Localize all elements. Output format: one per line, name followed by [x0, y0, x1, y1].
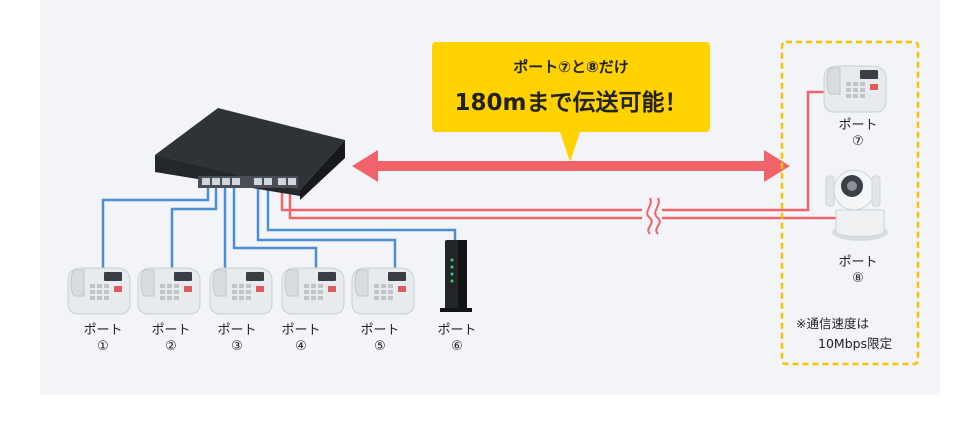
cable-port-7-a	[280, 186, 642, 212]
port-label-7: ポート ⑦	[833, 118, 883, 150]
port-label-text: ポート	[360, 323, 400, 338]
port-number: ④	[295, 339, 307, 354]
limited-zone-box	[780, 40, 920, 366]
cable-port-4	[232, 186, 318, 270]
port-label-1: ポート ①	[78, 323, 128, 355]
cable-port-8-a	[288, 186, 642, 220]
port-label-text: ポート	[217, 323, 257, 338]
port-number: ③	[231, 339, 243, 354]
port-label-text: ポート	[281, 323, 321, 338]
range-callout: ポート⑦と⑧だけ 180mまで伝送可能！	[432, 42, 710, 132]
port-number: ①	[97, 339, 109, 354]
port-label-4: ポート ④	[276, 323, 326, 355]
router-device	[440, 240, 472, 312]
cable-port-2	[170, 186, 218, 268]
network-switch	[155, 108, 345, 200]
ip-phone-5	[351, 267, 415, 315]
red-cables	[280, 90, 840, 235]
port-number: ⑦	[852, 134, 864, 149]
port-label-text: ポート	[838, 118, 878, 133]
port-label-2: ポート ②	[146, 323, 196, 355]
speed-note-line-1: ※通信速度は	[796, 316, 869, 331]
port-label-text: ポート	[151, 323, 191, 338]
speed-note-line-2: 10Mbps限定	[818, 336, 893, 351]
port-label-text: ポート	[83, 323, 123, 338]
outer-margin	[0, 395, 980, 425]
port-number: ⑤	[374, 339, 386, 354]
callout-line-2: 180mまで伝送可能！	[454, 90, 688, 116]
port-label-text: ポート	[838, 255, 878, 270]
ip-phone-1	[67, 267, 131, 315]
ip-phone-4	[281, 267, 345, 315]
port-label-5: ポート ⑤	[355, 323, 405, 355]
distance-arrow	[352, 150, 790, 182]
port-label-8: ポート ⑧	[833, 255, 883, 287]
port-label-text: ポート	[437, 323, 477, 338]
network-camera	[825, 169, 888, 241]
break-mark	[646, 197, 653, 235]
port-number: ②	[165, 339, 177, 354]
port-number: ⑥	[451, 339, 463, 354]
speed-note: ※通信速度は 10Mbps限定	[796, 314, 908, 354]
cable-port-6	[266, 186, 457, 240]
blue-cables	[101, 186, 457, 270]
ip-phone-7	[823, 65, 887, 113]
cable-port-5	[256, 186, 397, 270]
callout-pointer	[560, 132, 580, 162]
ip-phone-3	[209, 267, 273, 315]
callout-line-1: ポート⑦と⑧だけ	[513, 58, 629, 76]
cable-port-1	[101, 186, 210, 268]
cable-port-7-b	[662, 90, 826, 212]
port-label-3: ポート ③	[212, 323, 262, 355]
port-label-6: ポート ⑥	[432, 323, 482, 355]
ip-phone-2	[137, 267, 201, 315]
port-number: ⑧	[852, 271, 864, 286]
